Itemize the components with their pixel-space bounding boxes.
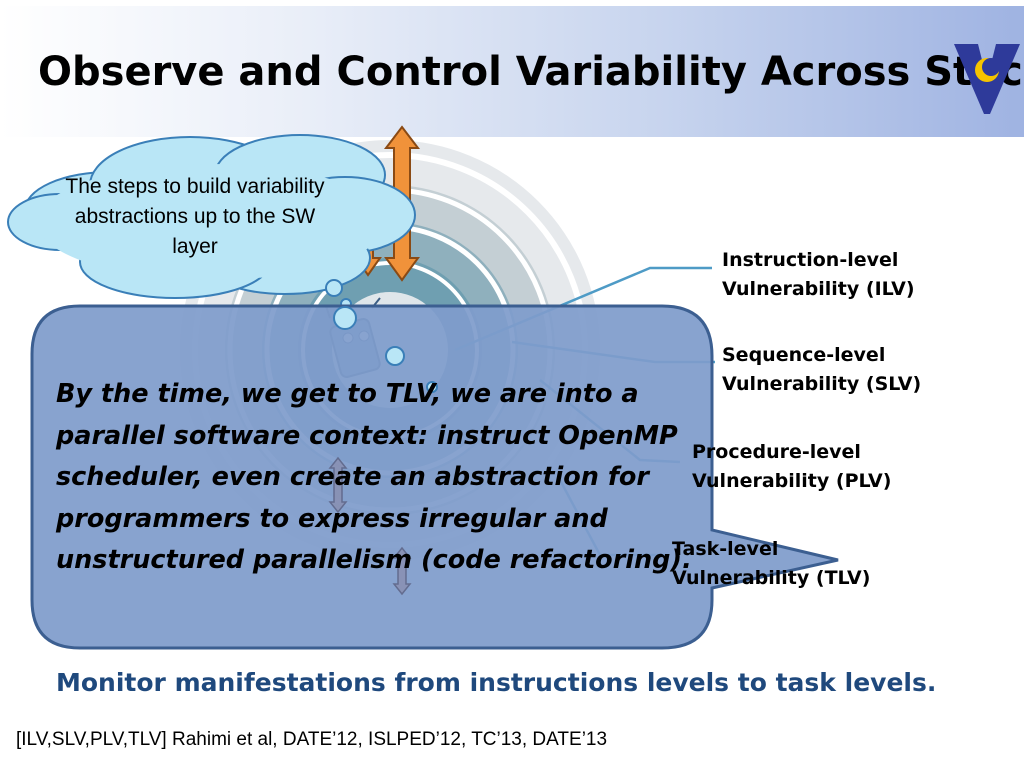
label-tlv-line2: Vulnerability (TLV) [672, 567, 871, 589]
label-slv: Sequence-level Vulnerability (SLV) [722, 341, 921, 399]
monitor-statement: Monitor manifestations from instructions… [56, 668, 937, 697]
label-tlv-line1: Task-level [672, 538, 779, 560]
label-ilv: Instruction-level Vulnerability (ILV) [722, 246, 915, 304]
label-ilv-line2: Vulnerability (ILV) [722, 278, 915, 300]
slide-title: Observe and Control Variability Across S… [38, 49, 1024, 95]
callout-bubble [30, 304, 839, 650]
reference-citation: [ILV,SLV,PLV,TLV] Rahimi et al, DATE’12,… [16, 729, 608, 750]
label-slv-line2: Vulnerability (SLV) [722, 373, 922, 395]
label-ilv-line1: Instruction-level [722, 249, 899, 271]
label-plv-line2: Vulnerability (PLV) [692, 470, 892, 492]
thought-cloud [7, 134, 416, 310]
label-slv-line1: Sequence-level [722, 344, 886, 366]
cloud-text: The steps to build variability abstracti… [65, 175, 325, 258]
hidden-stack-arrows [328, 456, 412, 596]
label-plv-line1: Procedure-level [692, 441, 861, 463]
callout-text: By the time, we get to TLV, we are into … [56, 379, 692, 575]
label-tlv: Task-level Vulnerability (TLV) [672, 535, 870, 593]
small-bubbles [333, 306, 438, 393]
title-bar [0, 6, 1024, 137]
institution-logo [954, 44, 1020, 114]
label-plv: Procedure-level Vulnerability (PLV) [692, 438, 891, 496]
